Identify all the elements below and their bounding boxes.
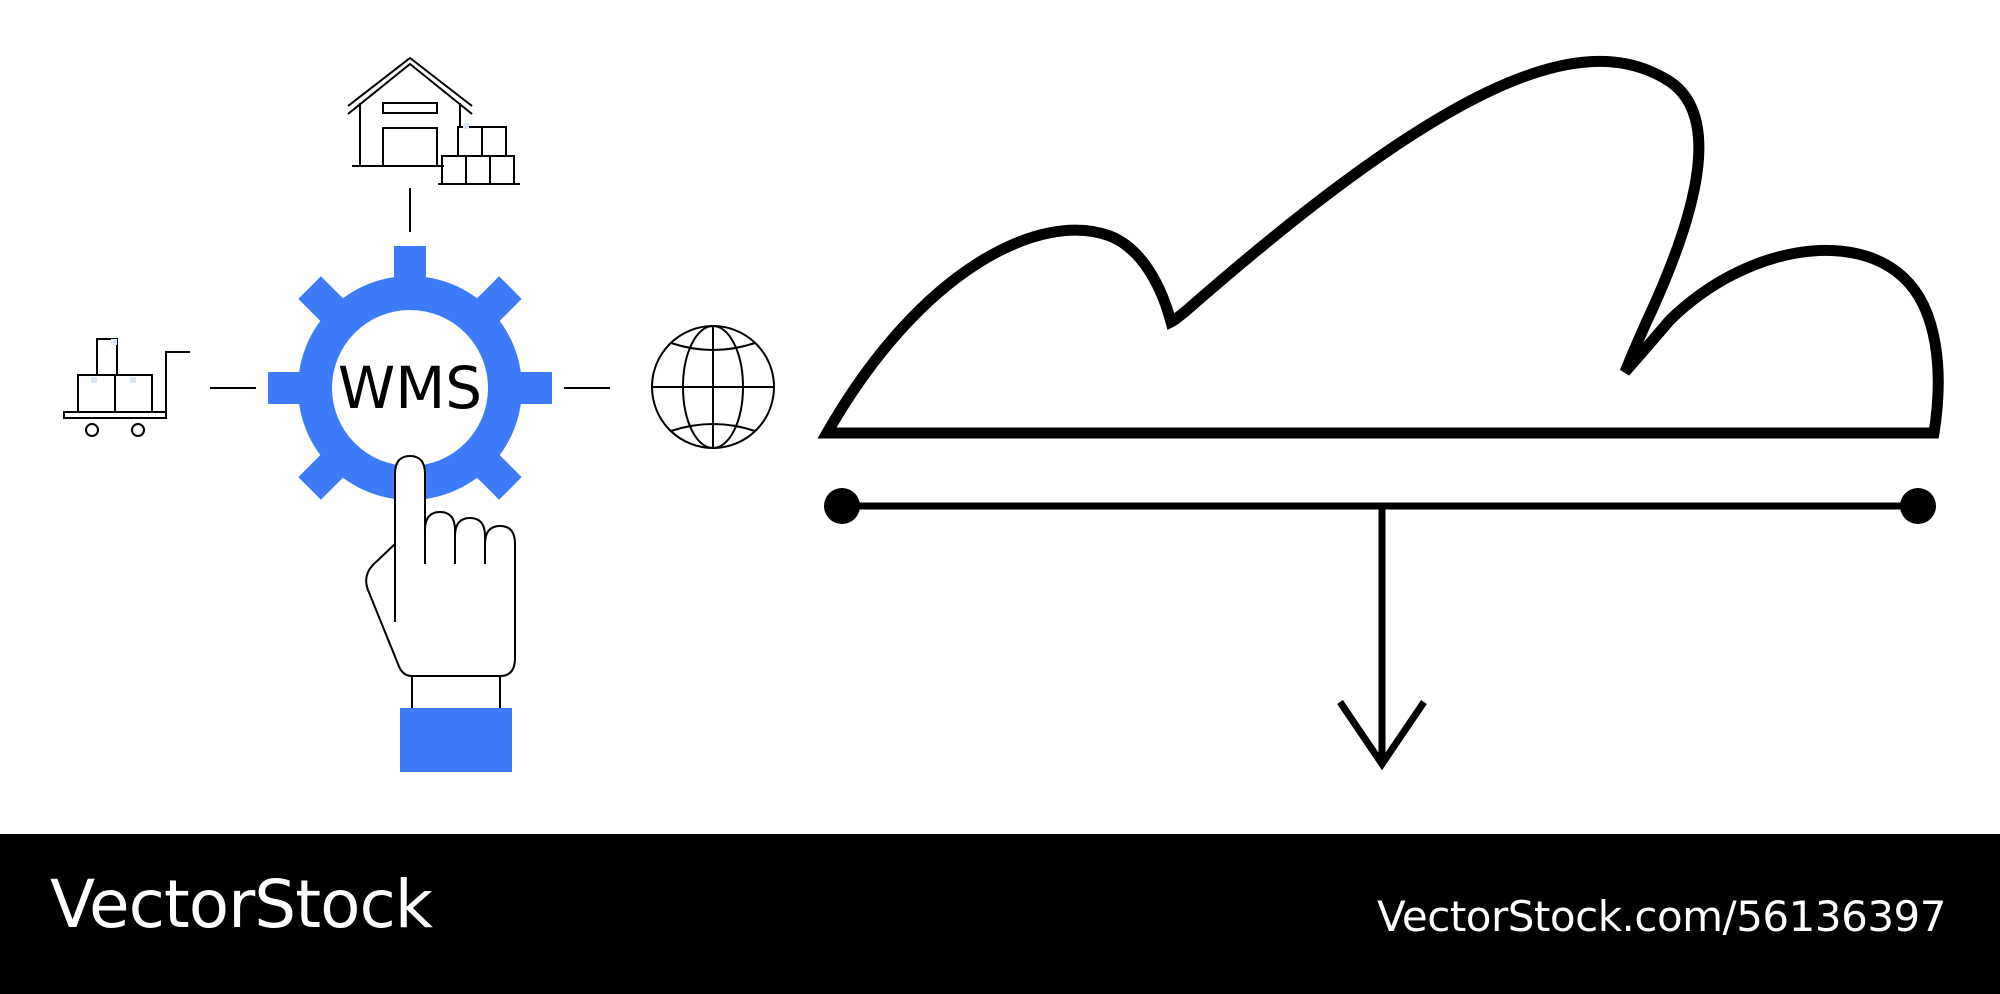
image-url: VectorStock.com/56136397 [1376,892,1947,941]
cloud-icon [817,56,1944,439]
pointing-hand-icon [365,454,516,772]
warehouse-icon [347,56,520,185]
footer-bar: VectorStock VectorStock.com/56136397 [0,834,2000,994]
illustration: WMS [63,56,1944,772]
arrow-down-icon [1337,506,1427,771]
gear-label: WMS [338,354,482,422]
hand-truck-boxes-icon [63,338,190,437]
globe-icon [651,325,775,449]
brand-logo: VectorStock [50,866,433,943]
